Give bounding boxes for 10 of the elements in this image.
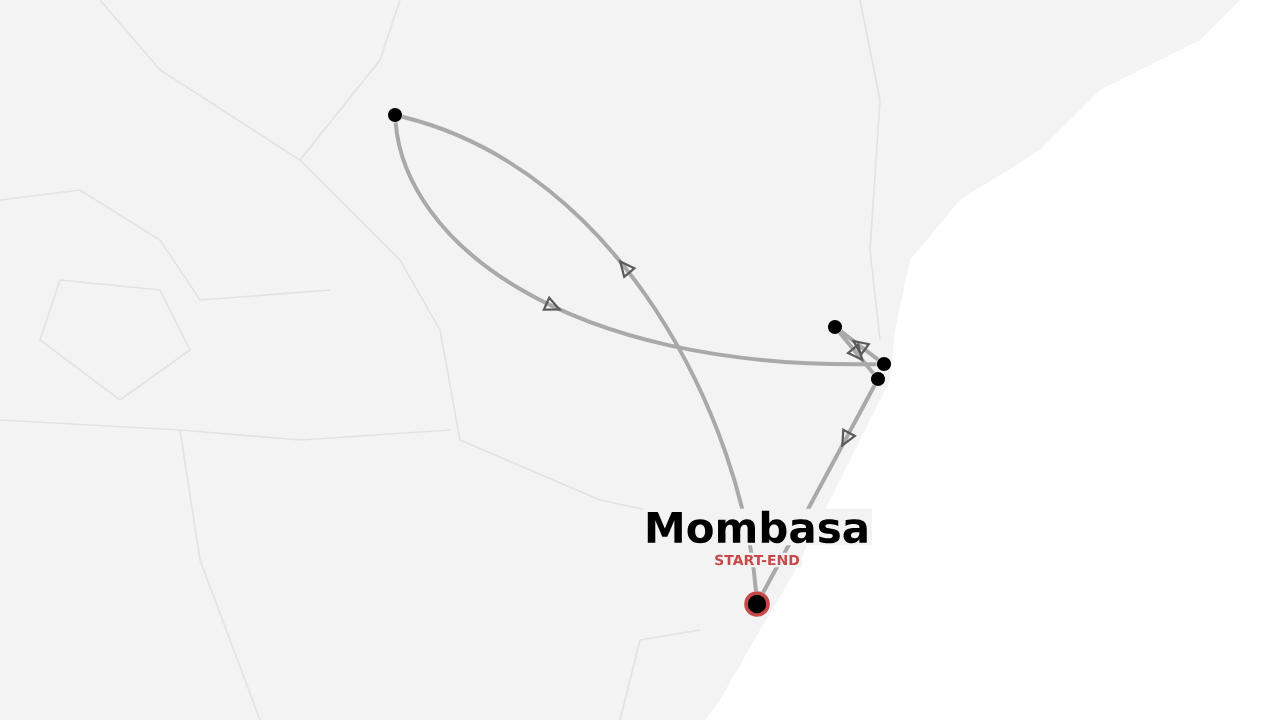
route-arrow (401, 114, 758, 592)
stop-marker (828, 320, 842, 334)
stop-marker (388, 108, 402, 122)
route-arrow (839, 329, 880, 362)
stop-marker (871, 372, 885, 386)
place-name: Mombasa (641, 508, 873, 546)
route-arrow (838, 331, 875, 375)
stop-marker (877, 357, 891, 371)
start-end-marker (744, 591, 770, 617)
route-arrow (393, 122, 877, 367)
